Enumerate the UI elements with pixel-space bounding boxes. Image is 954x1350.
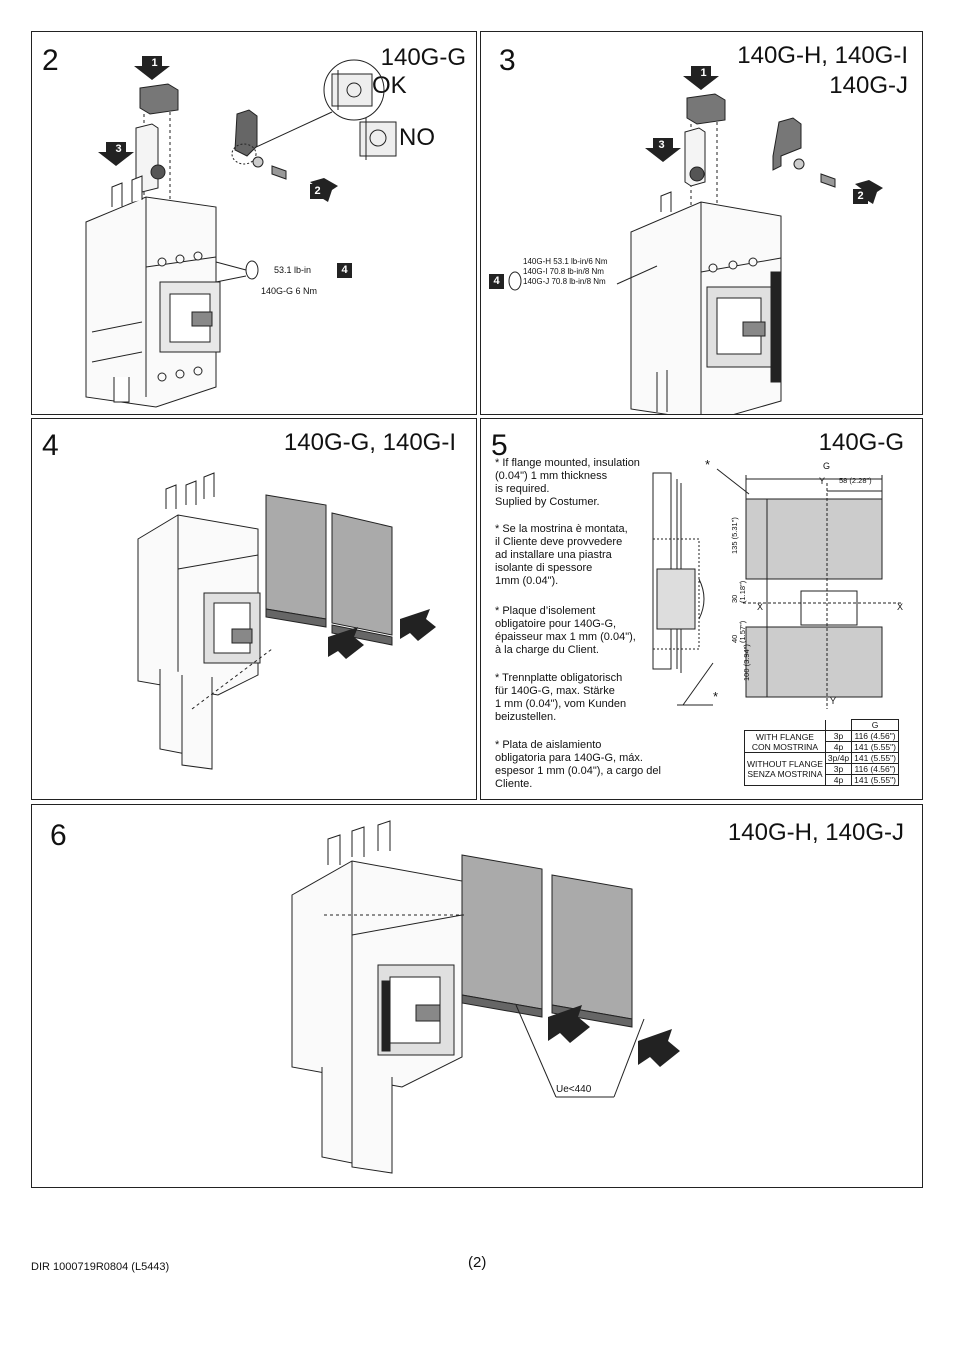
lug-part-icon [135, 123, 166, 193]
callout-2: 2 [310, 184, 325, 199]
callout-2: 2 [853, 189, 868, 204]
torque-line-j: 140G-J 70.8 lb-in/8 Nm [523, 277, 606, 286]
torque-icon [215, 260, 259, 283]
callout-1: 1 [147, 56, 162, 71]
dimension-g-table: G WITH FLANGE CON MOSTRINA 3p 116 (4.56"… [744, 719, 899, 786]
arrow-icons [548, 1005, 680, 1067]
star-marker-bottom: * [713, 689, 719, 704]
star-marker-top: * [705, 457, 711, 472]
callout-4: 4 [337, 263, 352, 278]
dim-x-left: X [757, 602, 764, 612]
note-english: * If flange mounted, insulation (0.04") … [495, 457, 640, 508]
torque-icon [508, 265, 658, 291]
model-label: 140G-H, 140G-J [727, 819, 904, 846]
breaker-body [85, 175, 221, 408]
note-spanish: * Plata de aislamiento obligatoria para … [495, 739, 661, 790]
breaker-body [630, 191, 782, 414]
breaker-illustration [508, 66, 883, 414]
callout-1: 1 [696, 66, 711, 81]
voltage-label: Ue<440 [556, 1084, 592, 1095]
breaker-illustration [291, 820, 680, 1174]
callout-4: 4 [489, 274, 504, 289]
step-number: 6 [50, 819, 67, 852]
dim-y-bottom: Y [830, 696, 837, 706]
note-french: * Plaque d’isolement obligatoire pour 14… [495, 605, 636, 656]
dim-135: 135 (5.31") [730, 517, 739, 554]
arrow-icons [645, 66, 883, 204]
breaker-illustration [137, 472, 436, 770]
step-number: 2 [42, 44, 59, 77]
dim-100: 100 (3.94") [742, 644, 751, 681]
lug-part-icon [684, 127, 706, 187]
breaker-body [291, 820, 464, 1174]
step-4-panel: 4 140G-G, 140G-I [31, 418, 477, 800]
drilling-diagram [652, 468, 901, 709]
torque-line-i: 140G-I 70.8 lb-in/8 Nm [523, 267, 604, 276]
row-with-flange: WITH FLANGE CON MOSTRINA [744, 730, 826, 753]
model-label: 140G-G [380, 44, 466, 71]
dim-30: 30 (1.18") [730, 580, 748, 603]
step-number: 4 [42, 429, 59, 462]
step-6-panel: 6 140G-H, 140G-J [31, 804, 923, 1188]
callout-3: 3 [654, 138, 669, 153]
insulation-plate-icon [461, 854, 633, 1028]
terminal-part-icon [772, 117, 836, 188]
insulation-plate-icon [265, 494, 393, 646]
step-2-panel: 2 140G-G OK NO [31, 31, 477, 415]
step-5-panel: 5 140G-G * If flange mounted, insulation… [480, 418, 923, 800]
step-number: 3 [499, 44, 516, 77]
model-label-line2: 140G-J [829, 72, 908, 99]
torque-nm: 140G-G 6 Nm [261, 286, 318, 296]
note-italian: * Se la mostrina è montata, il Cliente d… [495, 523, 628, 587]
row-without-flange: WITHOUT FLANGE SENZA MOSTRINA [744, 752, 826, 786]
table-header-g: G [851, 719, 899, 731]
ok-label: OK [372, 72, 407, 99]
breaker-body [137, 472, 273, 770]
terminal-part-icon [231, 109, 287, 180]
ok-detail-icon [253, 59, 385, 149]
arrow-icons [328, 609, 436, 659]
no-label: NO [399, 124, 435, 151]
step-3-panel: 3 140G-H, 140G-I 140G-J [480, 31, 923, 415]
dim-x-right: X [897, 602, 904, 612]
note-german: * Trennplatte obligatorisch für 140G-G, … [495, 672, 627, 723]
torque-value: 53.1 lb-in [274, 265, 312, 275]
model-label: 140G-G, 140G-I [283, 429, 456, 456]
document-id: DIR 1000719R0804 (L5443) [31, 1261, 170, 1273]
breaker-illustration [85, 56, 397, 408]
torque-line-h: 140G-H 53.1 lb-in/6 Nm [523, 257, 608, 266]
model-label: 140G-G [818, 429, 904, 456]
dim-40: 40 (1.57") [730, 620, 748, 643]
step-number: 5 [491, 429, 508, 462]
dim-g: G [823, 461, 831, 471]
callout-3: 3 [111, 142, 126, 157]
dim-58: 58 (2.28") [839, 476, 872, 485]
dim-y-top: Y [819, 476, 826, 486]
page-number: (2) [468, 1254, 487, 1271]
model-label-line1: 140G-H, 140G-I [737, 42, 908, 69]
no-detail-icon [359, 118, 397, 160]
